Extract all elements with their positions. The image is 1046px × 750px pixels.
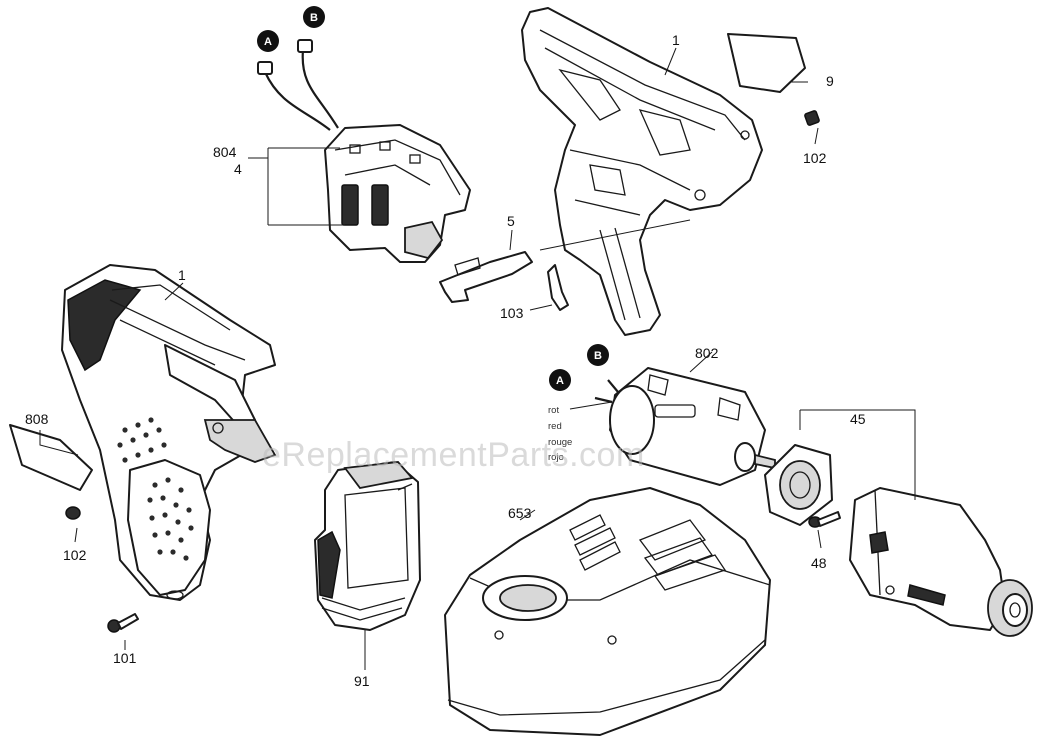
screw-left (65, 506, 81, 520)
connector-badge-a-motor: A (549, 369, 571, 391)
clip-part (439, 229, 533, 303)
housing-half-right (521, 7, 763, 336)
label-plate-right (727, 33, 806, 93)
svg-text:rouge: rouge (548, 437, 572, 448)
battery-pack (314, 461, 421, 631)
electric-motor (594, 367, 776, 486)
gear-plate (764, 444, 833, 526)
callout-label-plate-left: 808 (25, 411, 49, 427)
grip-texture (117, 417, 194, 561)
connector-badge-a-top: A (257, 30, 279, 52)
connector-badge-b-motor: B (587, 344, 609, 366)
callout-spring-clip: 103 (500, 305, 524, 321)
wire-color-note: rot red rouge rojo (548, 401, 613, 463)
callout-screw-bottom: 101 (113, 650, 137, 666)
watermark: eReplacementParts.com (262, 436, 645, 474)
callout-labels: 1 9 102 804 4 5 103 1 808 102 101 91 653… (25, 32, 866, 689)
svg-text:rot: rot (548, 405, 559, 416)
housing-half-left (61, 264, 277, 601)
spring-clip (547, 264, 569, 311)
gear-housing (849, 487, 1033, 637)
leader-lines (39, 47, 916, 670)
switch-assembly (324, 124, 471, 263)
callout-housing-left: 1 (178, 267, 186, 283)
callout-motor: 802 (695, 345, 719, 361)
svg-text:B: B (594, 350, 602, 362)
screw-bottom (107, 613, 139, 633)
callout-screw-left: 102 (63, 547, 87, 563)
svg-text:A: A (556, 375, 564, 387)
callout-switch-code: 804 (213, 144, 237, 160)
switch-wires (257, 39, 339, 131)
screw-right (804, 110, 820, 126)
callout-housing-right: 1 (672, 32, 680, 48)
callout-screw-right: 102 (803, 150, 827, 166)
switch-callout-bracket (248, 147, 345, 226)
svg-text:B: B (310, 12, 318, 24)
callout-label-plate-right: 9 (826, 73, 834, 89)
callout-gear-screw: 48 (811, 555, 827, 571)
callout-switch-item: 4 (234, 161, 242, 177)
label-plate-left (9, 424, 93, 491)
svg-text:A: A (264, 36, 272, 48)
gear-screw (808, 511, 841, 528)
svg-text:red: red (548, 421, 562, 432)
callout-charger: 653 (508, 505, 532, 521)
callout-gear-housing: 45 (850, 411, 866, 427)
battery-charger (444, 487, 771, 736)
callout-battery: 91 (354, 673, 370, 689)
connector-badge-b-top: B (303, 6, 325, 28)
callout-clip: 5 (507, 213, 515, 229)
svg-text:rojo: rojo (548, 452, 564, 463)
